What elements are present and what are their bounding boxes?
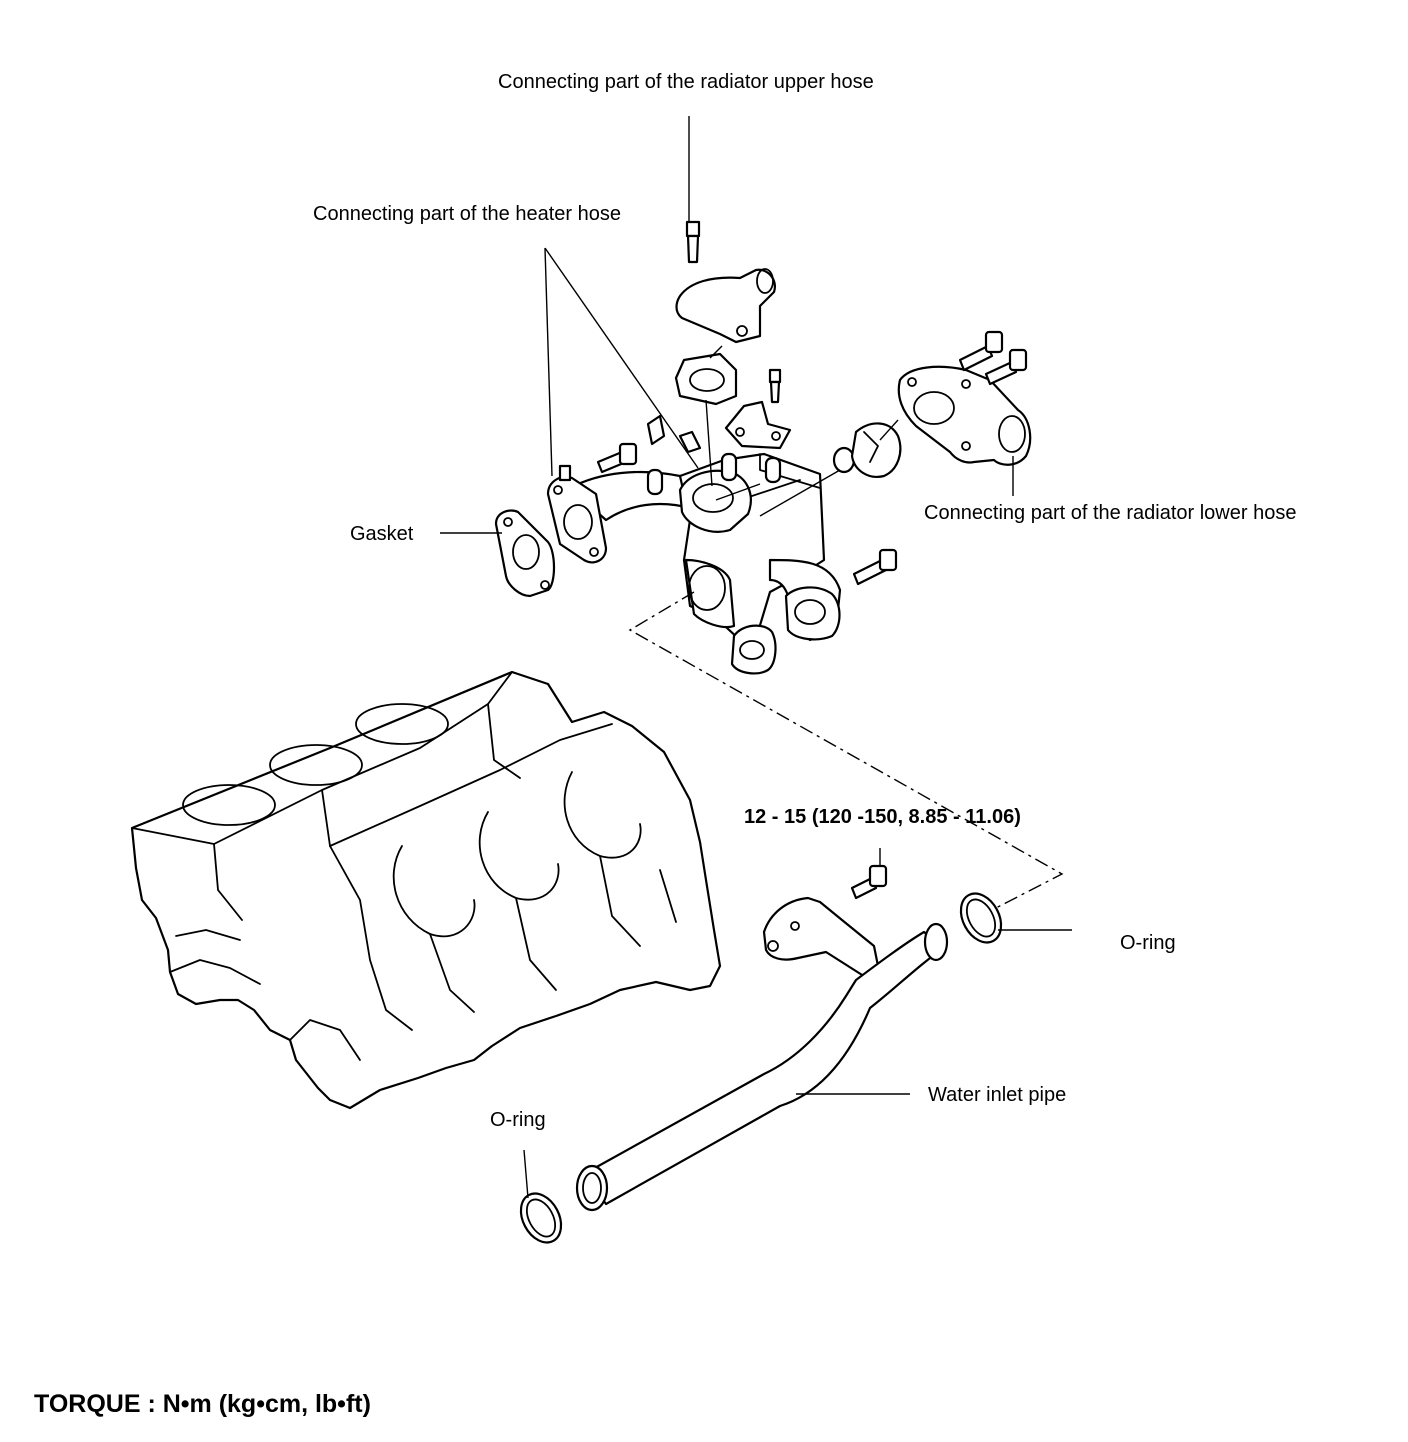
label-gasket: Gasket <box>350 523 414 545</box>
water-inlet-pipe <box>575 864 949 1212</box>
label-torque-units: TORQUE : N•m (kg•cm, lb•ft) <box>34 1390 371 1418</box>
thermostat-assembly <box>832 330 1032 478</box>
label-radiator-upper-hose: Connecting part of the radiator upper ho… <box>498 71 874 93</box>
housing-gaskets <box>674 352 792 450</box>
label-radiator-lower-hose: Connecting part of the radiator lower ho… <box>924 502 1297 524</box>
label-torque-spec: 12 - 15 (120 -150, 8.85 - 11.06) <box>744 806 1021 828</box>
left-flange <box>494 464 608 598</box>
engine-block <box>130 670 722 1110</box>
lower-right-flange <box>730 548 898 675</box>
bolts-left <box>596 414 702 474</box>
upper-hose-fitting <box>675 220 776 344</box>
o-rings <box>519 892 1003 1244</box>
label-water-inlet-pipe: Water inlet pipe <box>928 1084 1067 1106</box>
label-o-ring-left: O-ring <box>490 1109 546 1131</box>
label-heater-hose: Connecting part of the heater hose <box>313 203 621 225</box>
label-o-ring-right: O-ring <box>1120 932 1176 954</box>
leader-lines <box>440 116 1072 1199</box>
